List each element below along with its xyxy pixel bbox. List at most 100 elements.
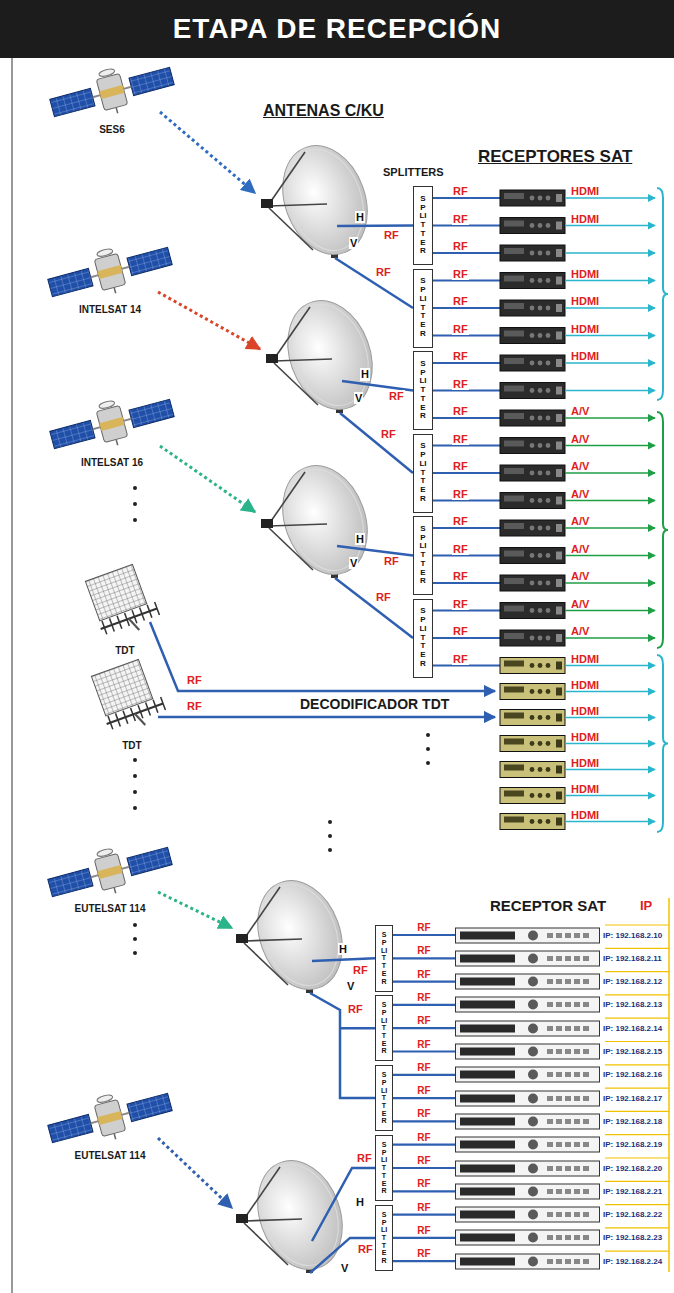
illustration-part bbox=[538, 663, 543, 668]
signal-label: RF bbox=[416, 969, 431, 980]
rack-button bbox=[583, 1235, 589, 1240]
rack-display bbox=[460, 1001, 515, 1009]
satellite-receiver bbox=[500, 273, 565, 289]
rack-panel bbox=[456, 928, 600, 943]
rf-cable bbox=[433, 472, 500, 474]
illustration-part bbox=[546, 689, 551, 694]
rf-connector bbox=[393, 1027, 455, 1029]
rack-logo bbox=[528, 1000, 538, 1010]
signal-label: RF bbox=[416, 1202, 431, 1213]
illustration-part bbox=[546, 388, 551, 393]
illustration-part bbox=[546, 526, 551, 531]
splitter-label: SPLITTER bbox=[381, 1001, 388, 1055]
illustration-part bbox=[504, 739, 524, 745]
output-label: HDMI bbox=[571, 185, 599, 197]
illustration-part bbox=[556, 359, 562, 367]
polarization-label: V bbox=[349, 557, 358, 569]
feed-arm bbox=[269, 152, 305, 204]
illustration-part bbox=[538, 306, 543, 311]
rf-cable bbox=[433, 499, 500, 501]
satellite-foil bbox=[99, 417, 124, 431]
rack-display bbox=[460, 1094, 515, 1102]
rf-cable bbox=[433, 224, 500, 226]
illustration-part bbox=[546, 715, 551, 720]
ip-address: IP: 192.168.2.10 bbox=[603, 931, 662, 940]
antenna-element bbox=[140, 607, 145, 620]
av-line bbox=[565, 417, 655, 419]
lnb bbox=[236, 934, 248, 943]
satellite bbox=[46, 54, 177, 130]
dish-antenna bbox=[266, 289, 387, 422]
rack-button bbox=[556, 1002, 562, 1007]
illustration-part bbox=[546, 636, 551, 641]
illustration-part bbox=[504, 578, 524, 584]
illustration-part bbox=[530, 793, 535, 798]
av-line bbox=[565, 555, 655, 557]
illustration-part bbox=[538, 767, 543, 772]
signal-label: RF bbox=[416, 1225, 431, 1236]
rack-button bbox=[574, 1026, 580, 1031]
signal-label: RF bbox=[416, 1062, 431, 1073]
hdmi-line bbox=[565, 795, 655, 797]
illustration-part bbox=[538, 581, 543, 586]
illustration-part bbox=[556, 249, 562, 257]
solar-panel bbox=[129, 399, 174, 427]
illustration-part bbox=[546, 767, 551, 772]
rack-button bbox=[583, 1166, 589, 1171]
feed-arm bbox=[269, 528, 313, 570]
splitter-box: SPLITTER bbox=[413, 351, 433, 430]
satellite-antenna bbox=[114, 287, 116, 293]
rf-connector bbox=[393, 1260, 455, 1262]
rack-button bbox=[574, 1189, 580, 1194]
ip-address: IP: 192.168.2.22 bbox=[603, 1210, 662, 1219]
satellite-receiver bbox=[500, 300, 565, 316]
signal-arrow bbox=[158, 292, 260, 349]
illustration-part bbox=[546, 278, 551, 283]
splitter-box: SPLITTER bbox=[375, 1135, 393, 1202]
satellite-receiver bbox=[500, 328, 565, 344]
rf-connector bbox=[393, 1074, 455, 1076]
rf-cable bbox=[342, 381, 413, 391]
illustration-part bbox=[504, 661, 524, 667]
feed-arm bbox=[244, 1167, 280, 1219]
signal-label: RF bbox=[383, 555, 400, 567]
satellite-body bbox=[94, 253, 125, 290]
rack-button bbox=[547, 1142, 553, 1147]
rack-logo bbox=[528, 1256, 538, 1266]
receiver-unit: IP: 192.168.2.19 bbox=[455, 1136, 662, 1153]
ip-network-line bbox=[605, 1204, 669, 1205]
satellite-receiver bbox=[500, 603, 565, 619]
rack-button bbox=[547, 1259, 553, 1264]
satellite-receiver bbox=[500, 548, 565, 564]
ellipsis-dot bbox=[133, 774, 137, 778]
signal-label: RF bbox=[452, 323, 469, 335]
signal-label: RF bbox=[416, 1039, 431, 1050]
rack-logo bbox=[528, 1233, 538, 1243]
rf-cable bbox=[433, 334, 500, 336]
rf-cable bbox=[433, 664, 500, 666]
signal-arrow bbox=[160, 446, 255, 512]
polarization-label: V bbox=[349, 237, 358, 249]
illustration-part bbox=[504, 276, 524, 282]
illustration-part bbox=[546, 471, 551, 476]
rf-cable bbox=[337, 224, 413, 227]
polarization-label: H bbox=[360, 368, 370, 380]
solar-panel bbox=[48, 268, 93, 296]
source-name: INTELSAT 16 bbox=[80, 457, 144, 468]
feed-arm bbox=[244, 1219, 302, 1221]
dish-antenna bbox=[236, 1149, 357, 1282]
hdmi-line bbox=[565, 362, 655, 364]
dish-reflector bbox=[268, 134, 381, 267]
hdmi-line bbox=[565, 280, 655, 282]
signal-label: RF bbox=[375, 591, 392, 603]
rf-connector bbox=[393, 1097, 455, 1099]
ip-network-line bbox=[605, 971, 669, 972]
signal-label: RF bbox=[416, 1085, 431, 1096]
rf-cable bbox=[433, 362, 500, 364]
rack-button bbox=[574, 1049, 580, 1054]
illustration-part bbox=[556, 552, 562, 560]
rack-button bbox=[574, 1096, 580, 1101]
signal-label: RF bbox=[452, 185, 469, 197]
illustration-part bbox=[556, 222, 562, 230]
polarization-label: V bbox=[354, 392, 363, 404]
